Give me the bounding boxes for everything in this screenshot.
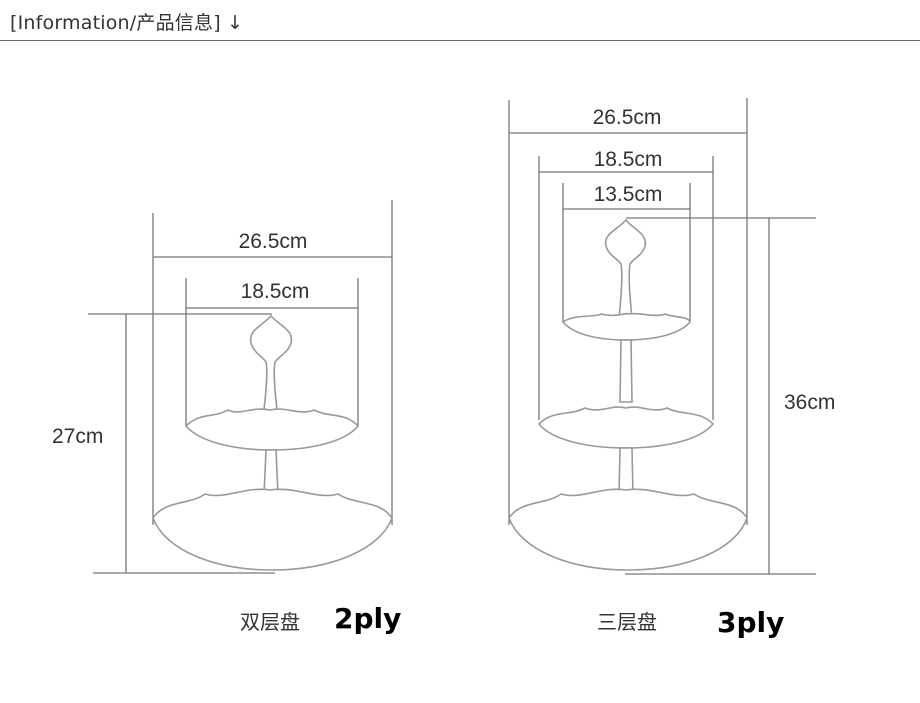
info-header: [Information/产品信息] ↓ [10, 8, 243, 35]
header-divider [0, 40, 920, 41]
three-tier-stand: 26.5cm 18.5cm 13.5cm 36cm [508, 98, 835, 575]
three-tier-middle-width: 18.5cm [594, 148, 663, 171]
three-tier-inner-width: 13.5cm [594, 183, 663, 206]
three-tier-bottom-plate [508, 488, 748, 571]
down-arrow-icon: ↓ [227, 12, 244, 34]
three-tier-height: 36cm [784, 391, 835, 414]
two-tier-bottom-plate [152, 488, 393, 571]
two-tier-ply-label: 2ply [334, 602, 402, 635]
three-tier-lower-stem [618, 447, 634, 496]
three-tier-finial [604, 218, 647, 319]
two-tier-height: 27cm [52, 425, 103, 448]
two-tier-stand: 26.5cm 18.5cm 27cm [52, 200, 393, 574]
two-tier-caption: 双层盘 [240, 610, 300, 634]
three-tier-middle-plate [537, 406, 715, 449]
three-tier-top-plate [561, 312, 691, 341]
two-tier-outer-width: 26.5cm [239, 230, 308, 253]
two-tier-stem [263, 449, 279, 496]
two-tier-finial [249, 314, 293, 411]
three-tier-outer-width: 26.5cm [593, 106, 662, 129]
three-tier-ply-label: 3ply [717, 606, 785, 639]
two-tier-top-plate [184, 408, 360, 451]
info-header-title: [Information/产品信息] [10, 12, 221, 34]
three-tier-caption: 三层盘 [597, 610, 657, 634]
three-tier-upper-stem [619, 339, 633, 403]
two-tier-inner-width: 18.5cm [241, 280, 310, 303]
